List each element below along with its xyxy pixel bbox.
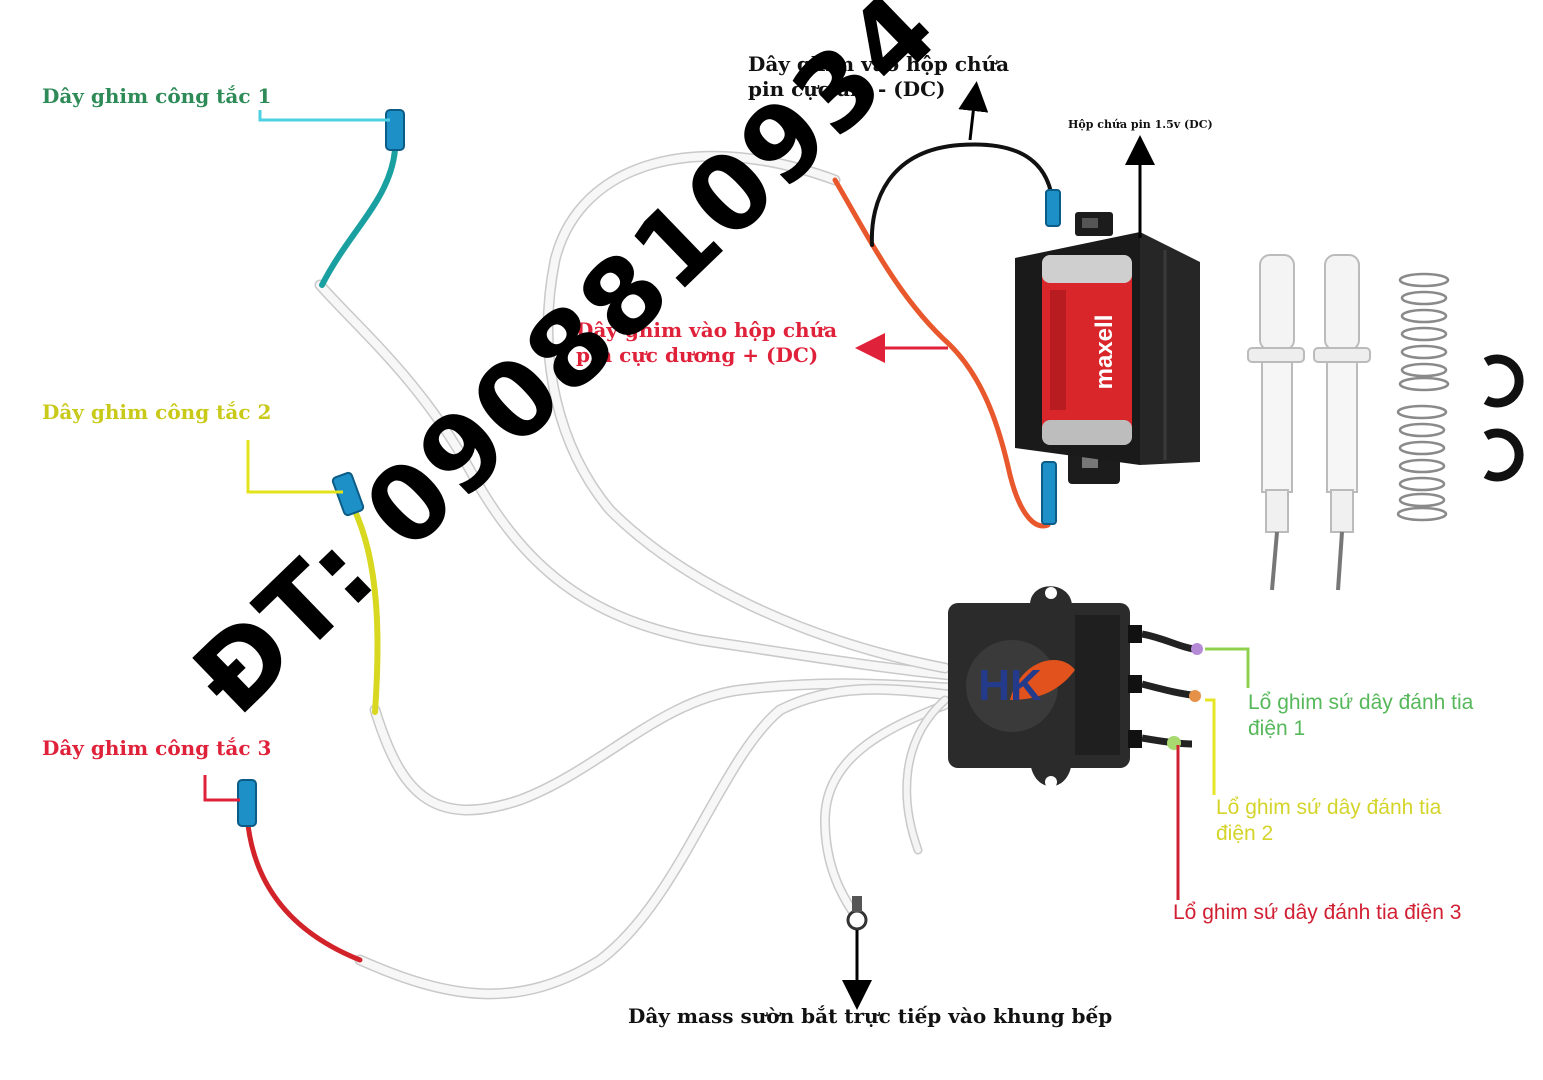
connector-switch-1 xyxy=(385,109,405,151)
ground-ring-terminal xyxy=(846,896,868,931)
switch-1-label: Dây ghim công tắc 1 xyxy=(42,84,272,108)
spark-2-indicator xyxy=(1205,698,1216,795)
switch-3-label: Dây ghim công tắc 3 xyxy=(42,736,272,760)
white-wire-harness xyxy=(314,150,956,1000)
module-logo: HK xyxy=(978,661,1042,710)
spark-2-line-1: Lổ ghim sứ dây đánh tia xyxy=(1216,796,1442,819)
spark-2-line-2: điện 2 xyxy=(1216,822,1274,846)
battery-wires xyxy=(832,142,1055,529)
spark-1-line-2: điện 1 xyxy=(1248,717,1306,741)
switch-leads xyxy=(245,147,398,963)
spark-electrode-1 xyxy=(1247,254,1305,591)
positive-terminal-line-2: pin cực dương + (DC) xyxy=(576,343,819,367)
spring-lower xyxy=(1396,404,1448,522)
battery-box-label: Hộp chứa pin 1.5v (DC) xyxy=(1068,118,1213,131)
connector-switch-2 xyxy=(331,471,365,517)
negative-terminal-line-1: Dây ghim vào hộp chứa xyxy=(748,52,1010,76)
spring-upper xyxy=(1398,272,1450,392)
positive-terminal-label: Dây ghim vào hộp chứa pin cực dương + (D… xyxy=(576,318,837,368)
blue-connectors xyxy=(237,109,1061,827)
ignition-module: HK xyxy=(948,586,1203,788)
negative-terminal-line-2: pin cực âm - (DC) xyxy=(748,77,946,101)
switch-1-indicator xyxy=(258,110,390,122)
spark-1-indicator xyxy=(1205,647,1250,688)
battery-holder: maxell xyxy=(1015,212,1200,484)
connector-switch-3 xyxy=(237,779,257,827)
connector-battery-pos xyxy=(1041,461,1057,525)
ground-wire-label: Dây mass sườn bắt trực tiếp vào khung bế… xyxy=(628,1004,1113,1028)
spark-1-line-1: Lổ ghim sứ dây đánh tia xyxy=(1248,691,1474,714)
pointer-arrows xyxy=(842,81,1155,1010)
switch-3-indicator xyxy=(203,775,240,802)
neg-wire-arrow xyxy=(958,81,989,141)
connector-battery-neg xyxy=(1045,189,1061,227)
spark-2-label: Lổ ghim sứ dây đánh tia điện 2 xyxy=(1216,795,1441,848)
spark-3-label: Lổ ghim sứ dây đánh tia điện 3 xyxy=(1173,901,1462,924)
spark-electrode-2 xyxy=(1313,254,1371,591)
indicator-lines xyxy=(203,110,1250,900)
retaining-clips xyxy=(1483,354,1524,482)
switch-2-indicator xyxy=(246,440,343,494)
negative-terminal-label: Dây ghim vào hộp chứa pin cực âm - (DC) xyxy=(748,52,1009,102)
positive-terminal-line-1: Dây ghim vào hộp chứa xyxy=(576,318,838,342)
spark-1-label: Lổ ghim sứ dây đánh tia điện 1 xyxy=(1248,690,1473,743)
battery-brand-label: maxell xyxy=(1091,315,1118,390)
switch-2-label: Dây ghim công tắc 2 xyxy=(42,400,272,424)
